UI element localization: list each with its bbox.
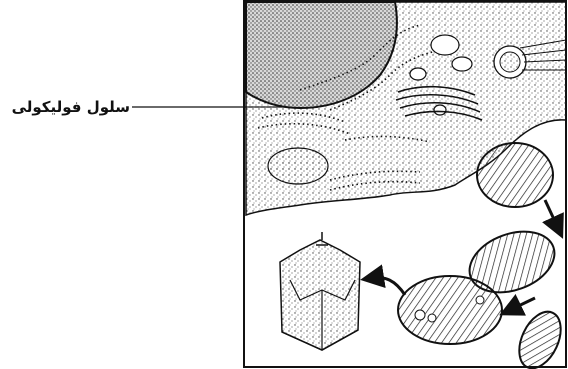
crystalloid-structure: [280, 232, 360, 350]
arrow-down: [545, 200, 558, 228]
secretory-granule-1: [477, 143, 553, 207]
secretory-granule-4: [398, 276, 502, 344]
arrow-to-crystal: [372, 278, 405, 295]
arrow-left: [510, 298, 535, 310]
secretory-granule-3: [511, 305, 568, 369]
